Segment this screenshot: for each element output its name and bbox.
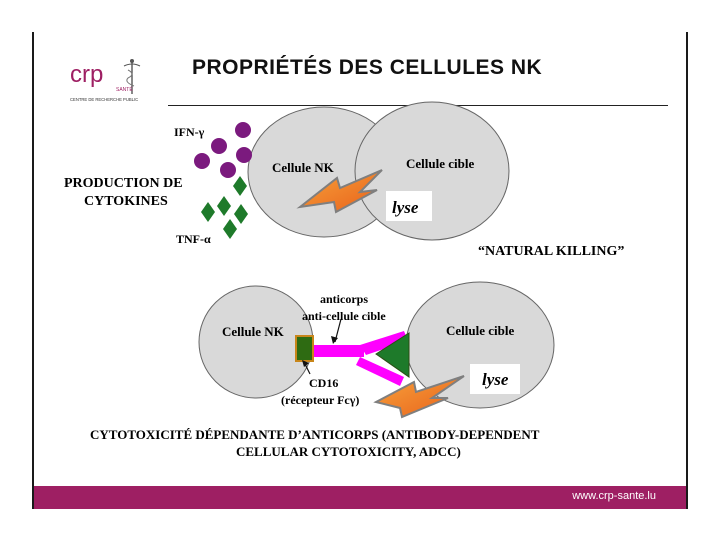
footer-bar: www.crp-sante.lu — [34, 486, 686, 509]
lyse-box-top — [386, 191, 432, 221]
lyse-box-bottom — [470, 364, 520, 394]
footer-url[interactable]: www.crp-sante.lu — [572, 490, 656, 502]
target-cell-bottom-label: Cellule cible — [446, 323, 514, 338]
ifn-gamma-dots — [194, 122, 252, 178]
lightning-bolt-top — [296, 169, 383, 214]
target-antigen — [375, 332, 410, 378]
top-panel: Cellule NK Cellule cible lyse IFN-γ PROD… — [64, 101, 624, 259]
lyse-top-label: lyse — [392, 198, 419, 217]
logo-sub: SANTÉ — [116, 86, 133, 93]
nk-cell-top-label: Cellule NK — [272, 160, 335, 175]
cytokines-line-2: CYTOKINES — [84, 194, 168, 209]
antibody-line-1: anticorps — [320, 292, 368, 306]
cytokines-line-1: PRODUCTION DE — [64, 176, 183, 191]
logo-brand: crp — [70, 61, 103, 88]
logo-tagline: CENTRE DE RECHERCHE PUBLIC — [70, 97, 138, 102]
caduceus-icon — [123, 59, 141, 94]
nk-cell-bottom-label: Cellule NK — [222, 324, 285, 339]
cd16-receptor-label: (récepteur Fcγ) — [281, 393, 359, 407]
cd16-label: CD16 — [309, 376, 338, 390]
lightning-bolt-bottom — [373, 375, 465, 419]
crp-sante-logo: crp SANTÉ CENTRE DE RECHERCHE PUBLIC — [68, 58, 178, 107]
nk-cell-diagram: Cellule NK Cellule cible lyse IFN-γ PROD… — [64, 101, 624, 459]
tnf-alpha-diamonds — [201, 176, 248, 239]
tnf-alpha-label: TNF-α — [176, 232, 211, 246]
slide: crp SANTÉ CENTRE DE RECHERCHE PUBLIC PRO… — [32, 32, 688, 509]
slide-title: PROPRIÉTÉS DES CELLULES NK — [192, 56, 543, 79]
logo-graphic: crp SANTÉ CENTRE DE RECHERCHE PUBLIC — [70, 59, 141, 102]
cd16-receptor — [295, 335, 314, 362]
antibody-line-2: anti-cellule cible — [302, 309, 386, 323]
adcc-line-2: CELLULAR CYTOTOXICITY, ADCC) — [236, 444, 461, 459]
lyse-bottom-label: lyse — [482, 370, 509, 389]
natural-killing-caption: “NATURAL KILLING” — [478, 244, 624, 259]
adcc-line-1: CYTOTOXICITÉ DÉPENDANTE D’ANTICORPS (ANT… — [90, 427, 540, 442]
ifn-gamma-label: IFN-γ — [174, 125, 205, 139]
antibody-y-shape — [314, 331, 408, 386]
target-cell-top-label: Cellule cible — [406, 156, 474, 171]
bottom-panel: anticorps anti-cellule cible Cellule NK … — [90, 281, 555, 459]
